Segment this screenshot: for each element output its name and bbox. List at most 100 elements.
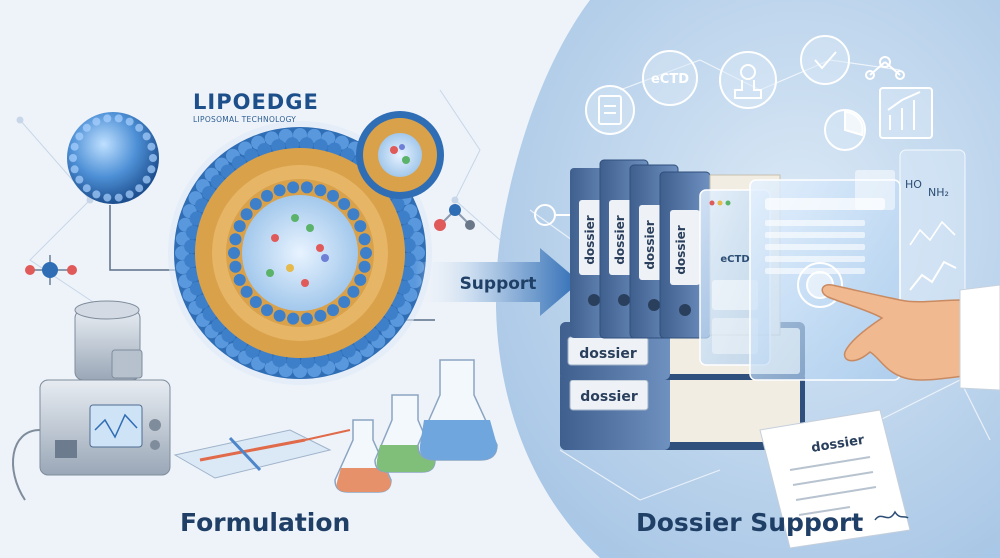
top-icons — [534, 35, 933, 226]
holographic-panels — [699, 170, 901, 381]
support-arrow — [415, 248, 580, 316]
flask-orange — [334, 419, 392, 493]
dossier-document — [759, 409, 911, 549]
lipid-head — [286, 354, 301, 369]
screen-row — [765, 244, 865, 250]
lipid-head — [300, 181, 313, 194]
lipid-head — [286, 264, 294, 272]
lipid-head — [338, 197, 351, 210]
lipid-head — [347, 285, 360, 298]
screen-row — [765, 232, 865, 238]
chem-label-ho: HO — [905, 178, 922, 191]
lipid-head — [300, 312, 313, 325]
lipid-head — [240, 208, 253, 221]
liposome-cross-section — [356, 111, 444, 199]
pointing-hand — [821, 283, 1000, 391]
binder-spine-label-2: dossier — [613, 215, 627, 264]
lipid-head — [75, 132, 84, 141]
binder-spine-label-4: dossier — [674, 225, 688, 274]
molecule-right — [434, 204, 475, 231]
lipid-head — [314, 184, 327, 197]
network-node-icon — [865, 56, 905, 80]
lipid-head — [184, 239, 199, 254]
lipid-head — [327, 304, 339, 317]
lipid-head — [229, 260, 242, 273]
lipid-head — [142, 132, 151, 141]
lipid-head — [228, 247, 240, 259]
lipid-head — [240, 285, 253, 298]
caption-dossier-support: Dossier Support — [636, 508, 864, 537]
lipid-head — [82, 184, 91, 193]
screen-row — [765, 268, 865, 274]
stamp-icon — [719, 51, 777, 109]
lipid-head — [401, 238, 416, 253]
lipid-head — [266, 269, 274, 277]
pie-chart-icon — [824, 109, 866, 151]
binder-stacked-label-1: dossier — [579, 346, 637, 362]
lipid-head — [273, 309, 286, 322]
lipid-head — [249, 296, 262, 309]
molecule-left — [25, 255, 77, 285]
ectd-icon-label: eCTD — [651, 72, 689, 87]
screen-row — [765, 220, 865, 226]
network-lines-left — [16, 89, 501, 321]
binder-stacked-label-2: dossier — [580, 389, 638, 405]
lipid-head — [285, 137, 300, 152]
lipid-head — [291, 214, 299, 222]
lipid-head — [273, 184, 286, 197]
lipid-head — [233, 220, 246, 233]
lipid-head — [338, 296, 351, 309]
lipid-head — [299, 137, 314, 152]
binder-spine-label-3: dossier — [643, 220, 657, 269]
bar-chart-icon — [879, 87, 933, 139]
chemistry-panel — [899, 149, 966, 316]
support-arrow-label: Support — [460, 274, 537, 294]
lipid-head — [316, 244, 324, 252]
lipid-head — [82, 123, 91, 132]
caption-formulation: Formulation — [180, 508, 351, 537]
lipid-head — [147, 165, 156, 174]
lipid-head — [271, 234, 279, 242]
lipid-head — [114, 193, 123, 202]
flask-blue — [417, 359, 498, 461]
lipid-head — [306, 224, 314, 232]
microfluidic-chip — [173, 429, 351, 479]
lipid-head — [360, 247, 372, 259]
checkmark-badge-icon — [800, 35, 850, 85]
screen-row — [765, 256, 865, 262]
lipid-head — [70, 165, 79, 174]
lipid-head — [114, 114, 123, 123]
lipid-head — [354, 273, 367, 286]
ectd-icon — [642, 50, 698, 106]
brand-name: LIPOEDGE — [193, 90, 319, 114]
lipid-head — [287, 181, 300, 194]
brand-tagline: LIPOSOMAL TECHNOLOGY — [193, 115, 297, 124]
lipid-head — [354, 220, 367, 233]
lipid-head — [103, 193, 112, 202]
binder-spine-label-1: dossier — [583, 215, 597, 264]
lipid-head — [75, 175, 84, 184]
lipid-head — [233, 273, 246, 286]
lipid-head — [149, 154, 157, 162]
lipid-head — [125, 117, 134, 126]
lipid-head — [92, 190, 101, 199]
lipid-head — [103, 114, 112, 123]
lipid-head — [261, 189, 273, 202]
lipid-head — [261, 304, 273, 317]
lipid-head — [147, 142, 156, 151]
lipid-head — [301, 279, 309, 287]
lipid-head — [358, 233, 371, 246]
lab-homogenizer — [12, 300, 171, 501]
lipid-head — [135, 184, 144, 193]
lipid-head — [70, 142, 79, 151]
clipboard-icon — [585, 85, 635, 135]
brand-logo: LIPOEDGE LIPOSOMAL TECHNOLOGY — [193, 90, 319, 124]
lipid-head — [135, 123, 144, 132]
chem-label-nh2: NH₂ — [928, 186, 949, 199]
lipid-head — [229, 233, 242, 246]
lipid-head — [92, 117, 101, 126]
lipid-head — [125, 190, 134, 199]
lipid-head — [327, 189, 339, 202]
